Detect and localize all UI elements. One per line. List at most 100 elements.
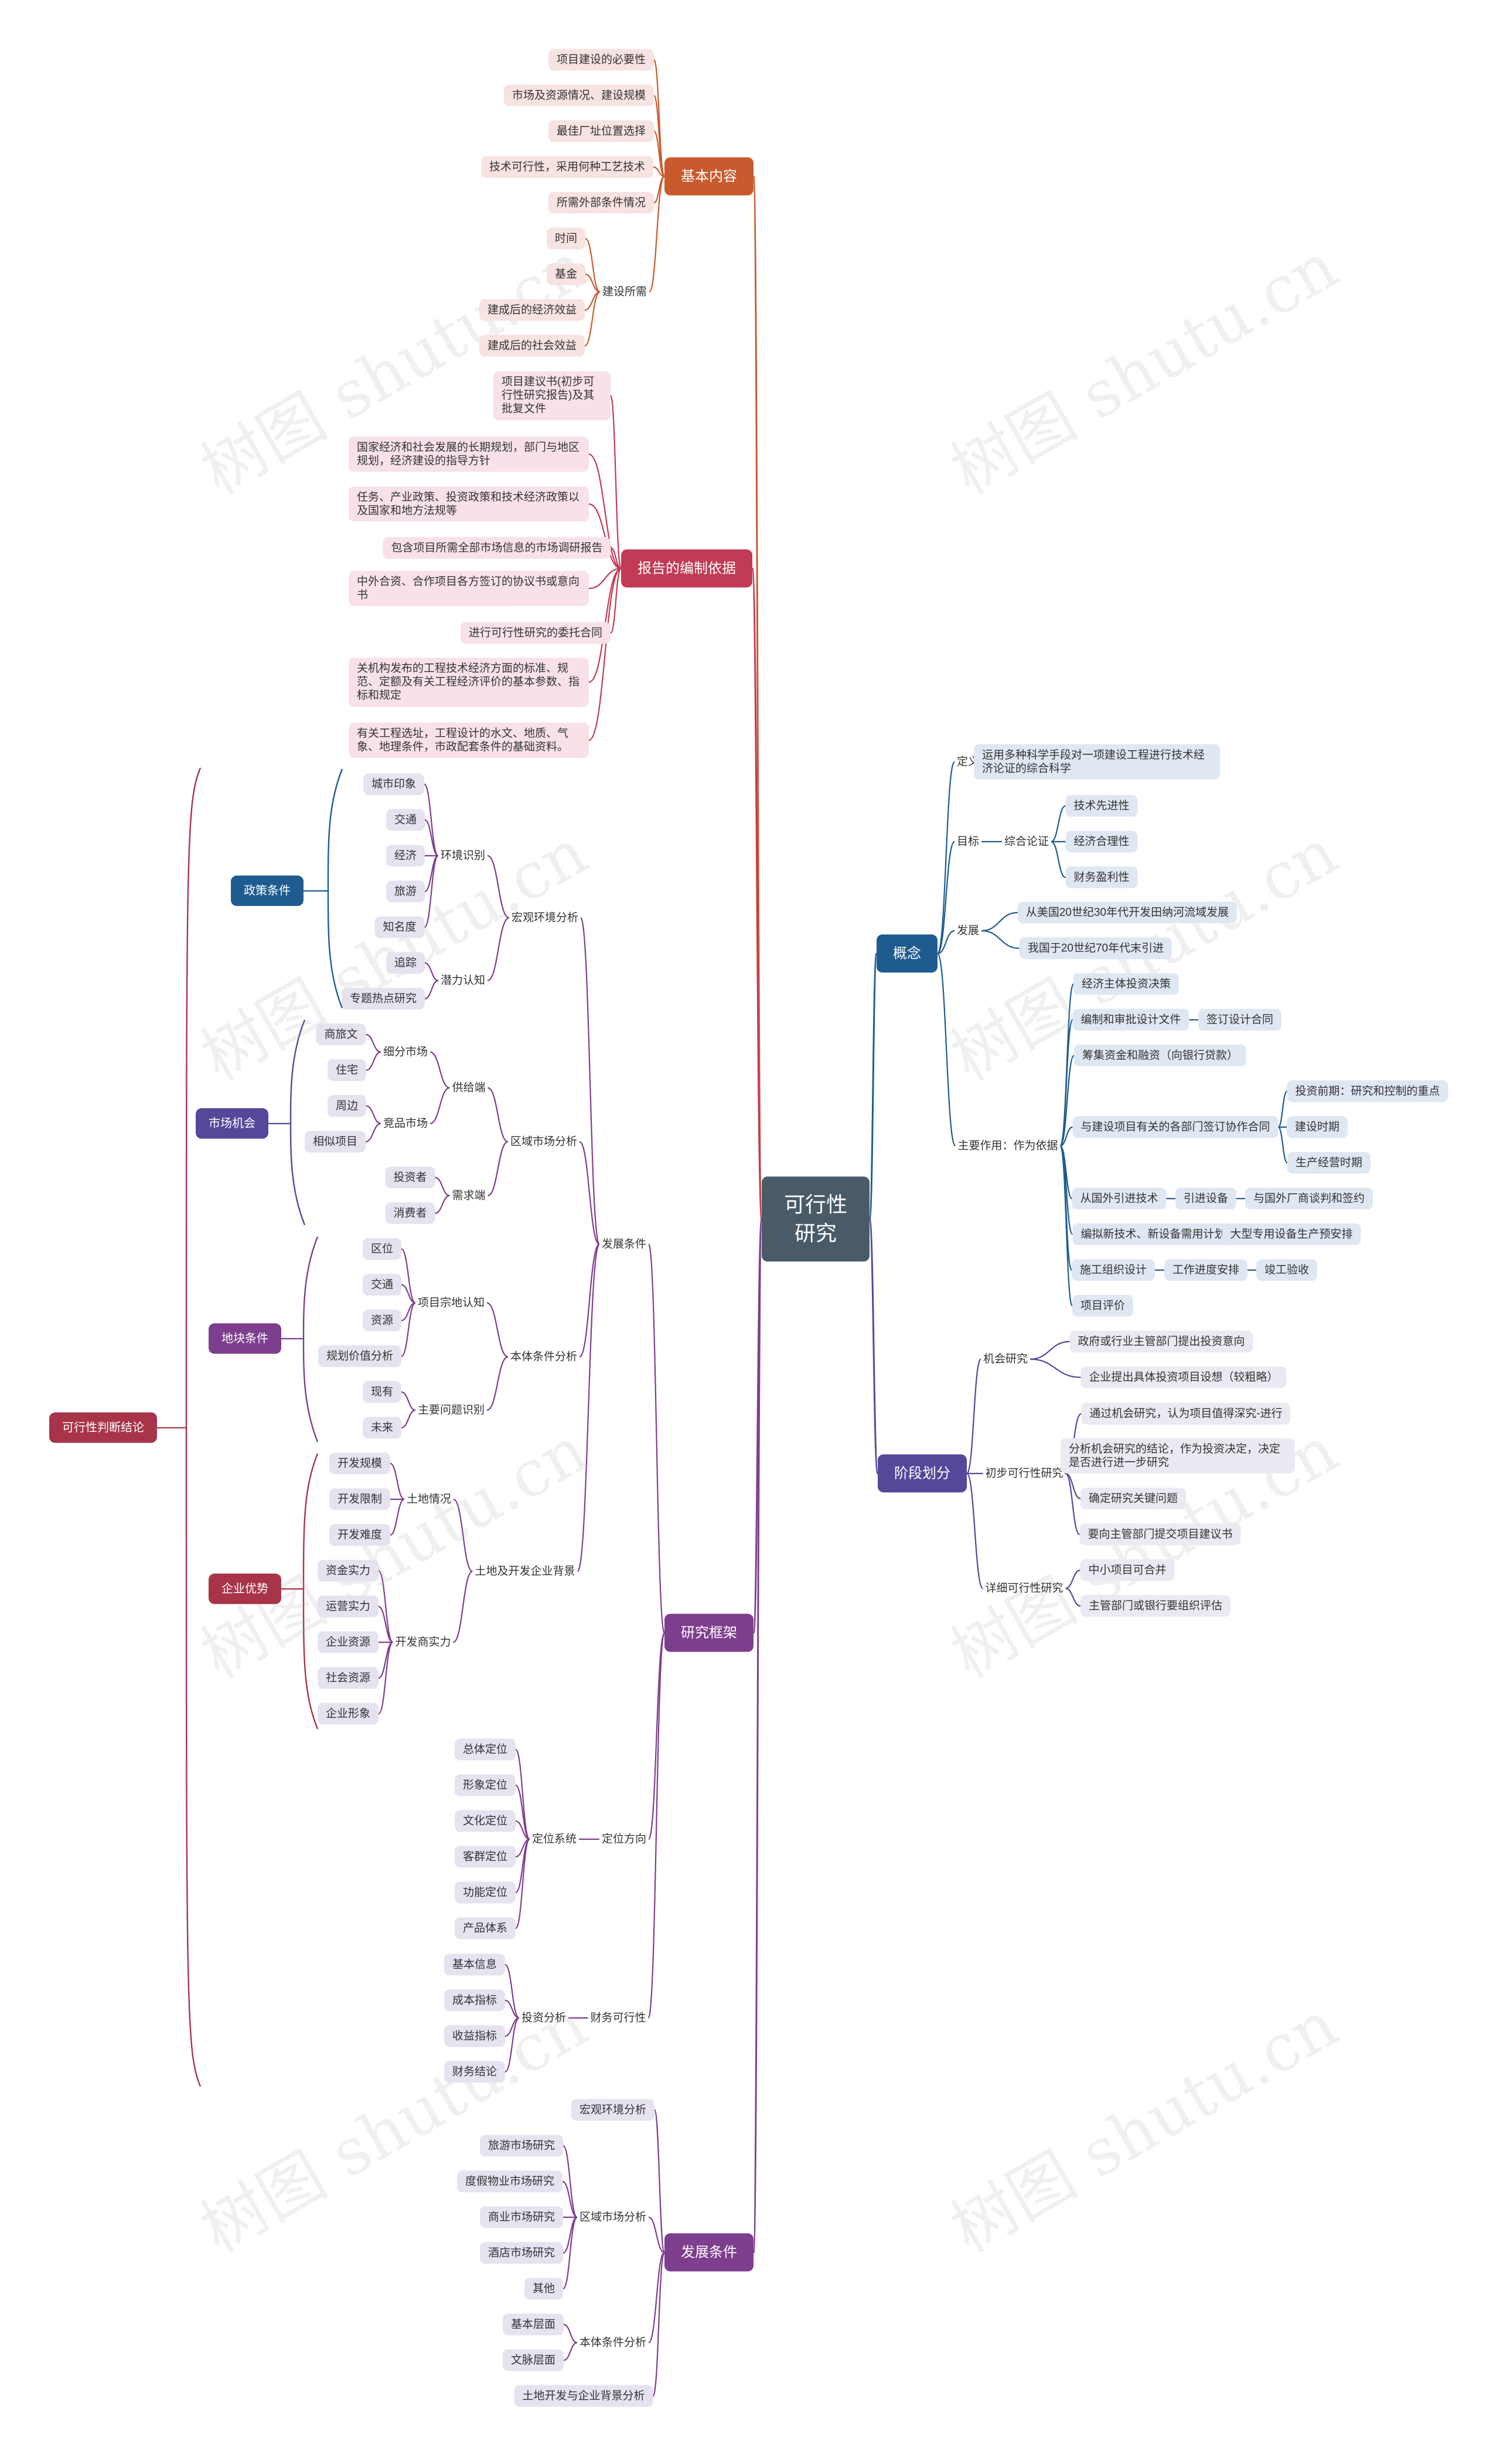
concept-node[interactable]: 概念: [877, 934, 938, 973]
leaf-node[interactable]: 编拟新技术、新设备需用计划: [1072, 1223, 1234, 1245]
leaf-node[interactable]: 其他: [524, 2278, 564, 2300]
leaf-node[interactable]: 确定研究关键问题: [1080, 1488, 1187, 1510]
subtopic-node[interactable]: 潜力认知: [440, 974, 486, 987]
leaf-node[interactable]: 建成后的社会效益: [479, 335, 585, 357]
subtopic-node[interactable]: 定义: [956, 755, 980, 768]
subtopic-node[interactable]: 环境识别: [440, 849, 486, 862]
leaf-node[interactable]: 专题热点研究: [341, 988, 425, 1010]
leaf-node[interactable]: 项目评价: [1072, 1295, 1134, 1317]
leaf-node[interactable]: 最佳厂址位置选择: [548, 120, 654, 142]
policy-conditions-node[interactable]: 政策条件: [231, 875, 304, 907]
leaf-node[interactable]: 周边: [327, 1095, 367, 1117]
leaf-node[interactable]: 土地开发与企业背景分析: [514, 2385, 653, 2407]
leaf-node[interactable]: 住宅: [327, 1059, 367, 1081]
subtopic-node[interactable]: 项目宗地认知: [417, 1296, 485, 1309]
subtopic-node[interactable]: 区域市场分析: [579, 2211, 647, 2224]
leaf-node[interactable]: 旅游市场研究: [479, 2135, 564, 2157]
leaf-node[interactable]: 建设时期: [1286, 1116, 1348, 1138]
subtopic-node[interactable]: 需求端: [452, 1189, 486, 1202]
leaf-node[interactable]: 形象定位: [454, 1774, 516, 1796]
subtopic-node[interactable]: 财务可行性: [590, 2012, 646, 2024]
leaf-node[interactable]: 消费者: [385, 1202, 435, 1224]
leaf-node[interactable]: 关机构发布的工程技术经济方面的标准、规范、定额及有关工程经济评价的基本参数、指标…: [349, 658, 589, 707]
leaf-node[interactable]: 基本层面: [502, 2313, 564, 2336]
root-node[interactable]: 可行性 研究: [761, 1176, 870, 1262]
subtopic-node[interactable]: 宏观环境分析: [511, 911, 579, 924]
leaf-node[interactable]: 包含项目所需全部市场信息的市场调研报告: [383, 537, 611, 559]
subtopic-node[interactable]: 目标: [956, 835, 980, 848]
leaf-node[interactable]: 企业提出具体投资项目设想（较粗略）: [1080, 1366, 1287, 1388]
leaf-node[interactable]: 签订设计合同: [1198, 1009, 1282, 1031]
leaf-node[interactable]: 区位: [362, 1238, 402, 1260]
leaf-node[interactable]: 客群定位: [454, 1846, 516, 1868]
subtopic-node[interactable]: 定位系统: [531, 1833, 577, 1846]
leaf-node[interactable]: 要向主管部门提交项目建议书: [1079, 1523, 1241, 1546]
leaf-node[interactable]: 资金实力: [317, 1560, 379, 1582]
subtopic-node[interactable]: 供给端: [452, 1081, 486, 1094]
leaf-node[interactable]: 商旅文: [316, 1023, 366, 1046]
leaf-node[interactable]: 企业形象: [317, 1703, 379, 1725]
leaf-node[interactable]: 任务、产业政策、投资政策和技术经济政策以及国家和地方法规等: [349, 486, 589, 522]
leaf-node[interactable]: 投资者: [385, 1166, 435, 1189]
leaf-node[interactable]: 企业资源: [317, 1631, 379, 1653]
leaf-node[interactable]: 资源: [362, 1309, 402, 1332]
feasibility-conclusion-node[interactable]: 可行性判断结论: [49, 1412, 157, 1444]
leaf-node[interactable]: 财务盈利性: [1065, 866, 1138, 889]
subtopic-node[interactable]: 开发商实力: [395, 1636, 451, 1649]
leaf-node[interactable]: 技术先进性: [1065, 795, 1138, 817]
research-framework-node[interactable]: 研究框架: [664, 1614, 754, 1652]
leaf-node[interactable]: 成本指标: [444, 1989, 506, 2012]
subtopic-node[interactable]: 土地及开发企业背景: [475, 1565, 575, 1578]
leaf-node[interactable]: 竣工验收: [1256, 1259, 1318, 1281]
plot-conditions-node[interactable]: 地块条件: [209, 1323, 281, 1354]
leaf-node[interactable]: 我国于20世纪70年代末引进: [1019, 937, 1172, 959]
leaf-node[interactable]: 运营实力: [317, 1595, 379, 1618]
leaf-node[interactable]: 施工组织设计: [1071, 1259, 1155, 1281]
leaf-node[interactable]: 编制和审批设计文件: [1072, 1009, 1189, 1031]
subtopic-node[interactable]: 细分市场: [383, 1046, 428, 1059]
leaf-node[interactable]: 有关工程选址，工程设计的水文、地质、气象、地理条件，市政配套条件的基础资料。: [349, 722, 589, 758]
leaf-node[interactable]: 进行可行性研究的委托合同: [460, 622, 611, 644]
leaf-node[interactable]: 运用多种科学手段对一项建设工程进行技术经济论证的综合科学: [974, 744, 1220, 780]
leaf-node[interactable]: 文化定位: [454, 1810, 516, 1832]
leaf-node[interactable]: 与国外厂商谈判和签约: [1245, 1187, 1373, 1210]
leaf-node[interactable]: 分析机会研究的结论，作为投资决定，决定是否进行进一步研究: [1061, 1438, 1295, 1474]
subtopic-node[interactable]: 建设所需: [602, 285, 647, 298]
leaf-node[interactable]: 基本信息: [444, 1953, 506, 1976]
leaf-node[interactable]: 市场及资源情况、建设规模: [503, 84, 654, 107]
leaf-node[interactable]: 相似项目: [304, 1131, 366, 1153]
subtopic-node[interactable]: 土地情况: [406, 1493, 452, 1506]
leaf-node[interactable]: 筹集资金和融资（向银行贷款）: [1073, 1044, 1247, 1067]
report-basis-node[interactable]: 报告的编制依据: [621, 549, 752, 588]
leaf-node[interactable]: 规划价值分析: [318, 1345, 402, 1367]
subtopic-node[interactable]: 区域市场分析: [510, 1135, 578, 1148]
leaf-node[interactable]: 产品体系: [454, 1917, 516, 1939]
leaf-node[interactable]: 项目建议书(初步可行性研究报告)及其批复文件: [493, 371, 611, 420]
subtopic-node[interactable]: 详细可行性研究: [985, 1582, 1063, 1595]
leaf-node[interactable]: 中小项目可合并: [1080, 1559, 1175, 1581]
subtopic-node[interactable]: 综合论证: [1004, 835, 1049, 848]
leaf-node[interactable]: 交通: [362, 1274, 402, 1296]
leaf-node[interactable]: 开发规模: [329, 1452, 391, 1475]
leaf-node[interactable]: 开发难度: [329, 1524, 391, 1546]
leaf-node[interactable]: 时间: [546, 227, 586, 250]
stage-division-node[interactable]: 阶段划分: [878, 1454, 967, 1493]
leaf-node[interactable]: 生产经营时期: [1287, 1152, 1371, 1174]
leaf-node[interactable]: 追踪: [386, 952, 425, 974]
leaf-node[interactable]: 项目建设的必要性: [548, 49, 654, 71]
subtopic-node[interactable]: 本体条件分析: [510, 1350, 578, 1363]
enterprise-advantage-node[interactable]: 企业优势: [209, 1573, 281, 1605]
leaf-node[interactable]: 城市印象: [363, 773, 425, 795]
leaf-node[interactable]: 酒店市场研究: [479, 2242, 564, 2264]
subtopic-node[interactable]: 主要问题识别: [417, 1404, 485, 1417]
leaf-node[interactable]: 中外合资、合作项目各方签订的协议书或意向书: [349, 570, 589, 607]
leaf-node[interactable]: 政府或行业主管部门提出投资意向: [1069, 1330, 1253, 1353]
subtopic-node[interactable]: 竞品市场: [383, 1117, 428, 1130]
leaf-node[interactable]: 所需外部条件情况: [548, 192, 654, 214]
subtopic-node[interactable]: 投资分析: [521, 2012, 567, 2024]
leaf-node[interactable]: 大型专用设备生产预安排: [1222, 1223, 1361, 1245]
leaf-node[interactable]: 与建设项目有关的各部门签订协作合同: [1072, 1116, 1279, 1138]
subtopic-node[interactable]: 初步可行性研究: [985, 1467, 1063, 1480]
leaf-node[interactable]: 主管部门或银行要组织评估: [1080, 1595, 1231, 1617]
leaf-node[interactable]: 知名度: [374, 916, 425, 938]
